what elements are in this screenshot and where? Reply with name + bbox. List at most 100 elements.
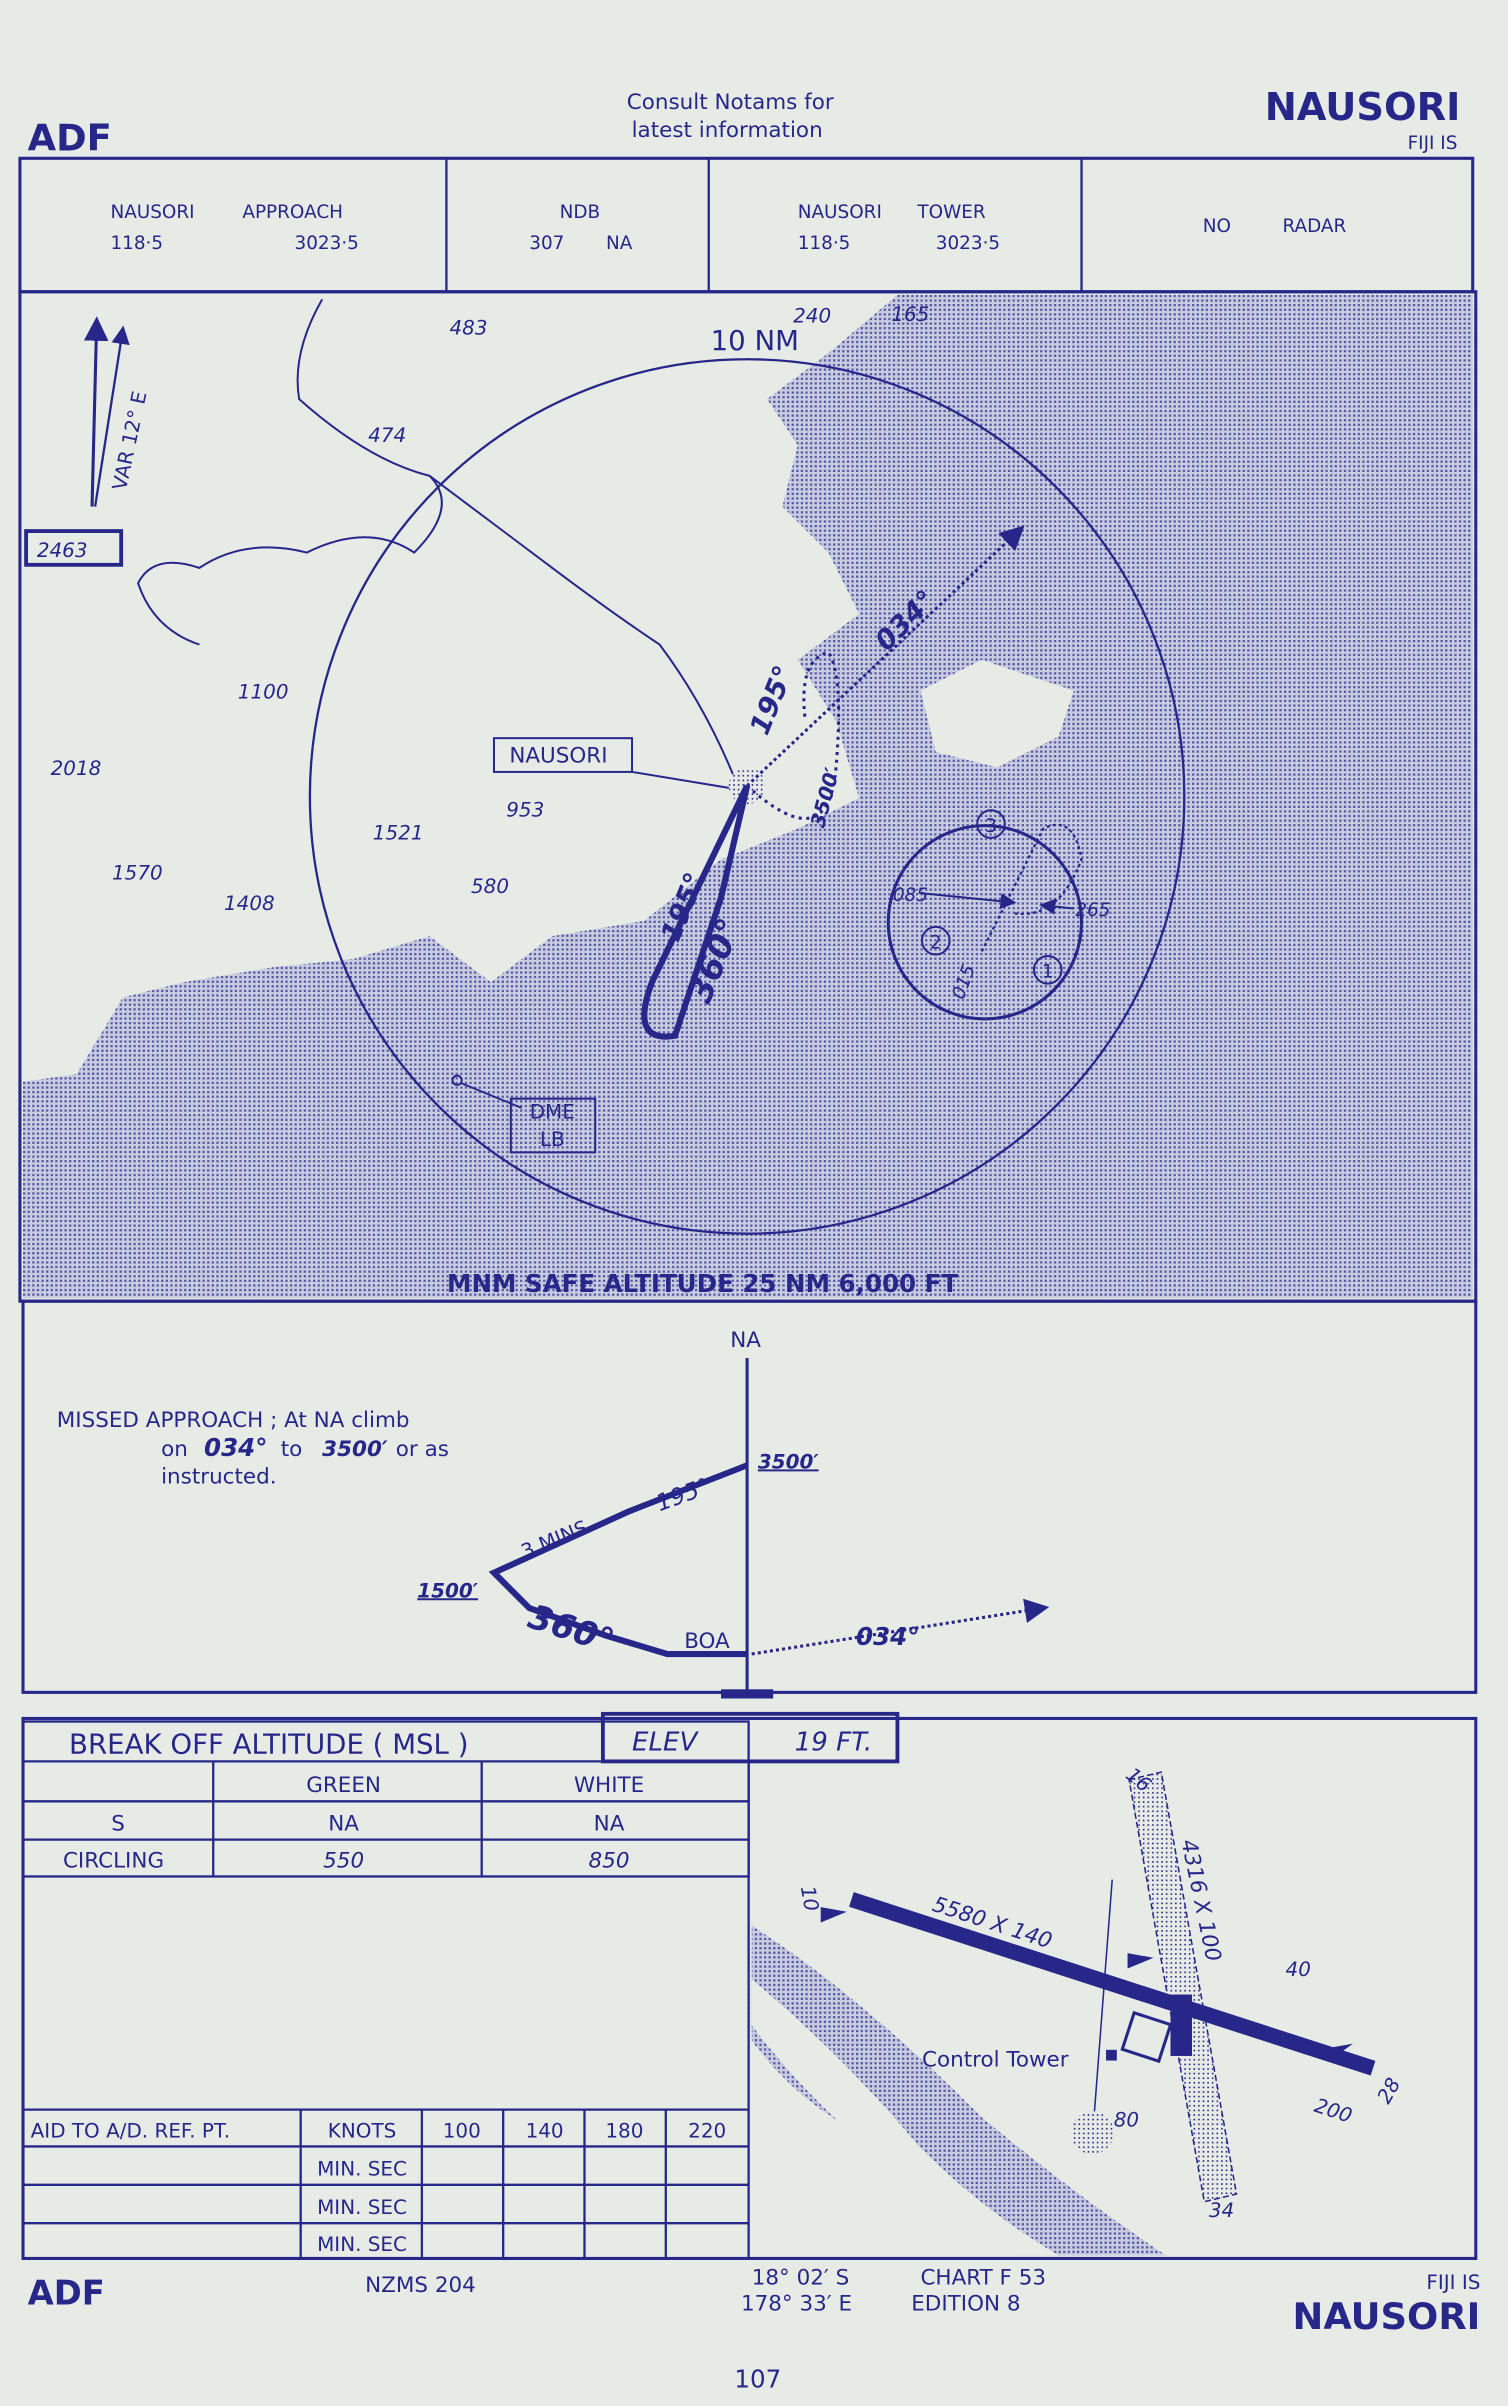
timing-header: 140: [526, 2118, 564, 2142]
control-tower-label: Control Tower: [922, 2048, 1069, 2073]
boa-label: BOA: [684, 1629, 730, 1654]
spot-height: 1521: [373, 820, 424, 844]
runway-end-label: 28: [1372, 2074, 1405, 2108]
spot-heights: 483 240 165 474 1100 2018 1570 1408 1521…: [51, 302, 930, 915]
timing-row-label: MIN. SEC: [317, 2195, 407, 2219]
spot-height: 483: [449, 316, 487, 340]
radar-label: RADAR: [1282, 216, 1346, 237]
footer-procedure: ADF: [28, 2273, 105, 2312]
spot-height: 2018: [51, 756, 102, 780]
range-ring: [308, 358, 1186, 1235]
timing-header: AID TO A/D. REF. PT.: [31, 2118, 230, 2142]
row-label: S: [111, 1811, 125, 1836]
elevation-value: 19 FT.: [795, 1728, 873, 1758]
range-ring-label: 10 NM: [711, 324, 799, 357]
runway-end-label: 34: [1209, 2198, 1234, 2222]
cell-value: NA: [594, 1811, 625, 1836]
tower-hf: 3023·5: [936, 233, 1000, 254]
profile-inbound: 360°: [524, 1597, 619, 1661]
tower-vhf: 118·5: [798, 233, 851, 254]
max-elevation: 2463: [37, 538, 88, 562]
ndb-ident: NA: [606, 233, 633, 254]
procedure-title: ADF: [28, 117, 112, 160]
spot-height: 953: [506, 797, 544, 821]
profile-missed-track: 034°: [856, 1622, 919, 1651]
coastline-sea: [751, 1925, 1166, 2256]
profile-alt-3500: 3500′: [758, 1449, 819, 1473]
break-off-table: BREAK OFF ALTITUDE ( MSL ) GREEN WHITE S…: [21, 1711, 900, 2259]
chart-number: CHART F 53: [920, 2266, 1046, 2291]
cell-value: NA: [328, 1811, 359, 1836]
profile-outbound: 195°: [653, 1474, 714, 1517]
column-header: GREEN: [306, 1773, 381, 1798]
footer-country: FIJI IS: [1426, 2270, 1480, 2294]
variation-arrow: VAR 12° E: [83, 316, 152, 507]
variation-label: VAR 12° E: [107, 389, 151, 492]
missed-approach-track: 034°: [204, 1433, 267, 1462]
aerodrome-diagram: Control Tower 5580 X 140 4316 X 100 10 2…: [751, 1762, 1405, 2256]
runway-end-label: 10: [796, 1884, 824, 1913]
notam-notice-2: latest information: [632, 118, 823, 143]
missed-approach-text: to: [281, 1437, 303, 1462]
radar-no: NO: [1203, 216, 1231, 237]
circling-heading: 265: [1075, 900, 1110, 921]
approach-label: APPROACH: [242, 202, 343, 223]
latitude: 18° 02′ S: [752, 2266, 850, 2291]
approach-hf: 3023·5: [295, 233, 359, 254]
runway-10-28: [849, 1892, 1376, 2076]
timing-header: 100: [443, 2118, 481, 2142]
approach-vhf: 118·5: [110, 233, 163, 254]
circling-heading: 085: [893, 885, 928, 906]
timing-header: KNOTS: [328, 2118, 397, 2142]
timing-row-label: MIN. SEC: [317, 2232, 407, 2256]
cell-value: 550: [323, 1848, 364, 1873]
spot-height: 580: [471, 874, 509, 898]
longitude: 178° 33′ E: [741, 2292, 852, 2317]
timing-row-label: MIN. SEC: [317, 2157, 407, 2181]
comms-box: NAUSORI APPROACH 118·5 3023·5 NDB 307 NA…: [18, 156, 1475, 294]
spot-height: 1408: [224, 891, 275, 915]
missed-approach-altitude: 3500′: [322, 1437, 388, 1462]
spot-height: 1100: [238, 679, 289, 703]
runway-end-label: 200: [1312, 2093, 1356, 2128]
ndb-freq: 307: [529, 233, 564, 254]
country-label: FIJI IS: [1408, 133, 1458, 154]
elevation-label: ELEV: [632, 1728, 699, 1758]
circling-number: 1: [1042, 961, 1054, 982]
spot-height: 165: [891, 302, 929, 326]
dme-label: DME: [530, 1100, 575, 1124]
obstacle-height: 40: [1286, 1957, 1311, 1981]
timing-table: AID TO A/D. REF. PT. KNOTS 100 140 180 2…: [23, 2108, 749, 2259]
map-reference: NZMS 204: [365, 2273, 476, 2298]
timing-header: 180: [605, 2118, 643, 2142]
approach-name: NAUSORI: [110, 202, 194, 223]
break-off-title: BREAK OFF ALTITUDE ( MSL ): [69, 1728, 468, 1761]
obstacle-height: 80: [1114, 2108, 1139, 2132]
runway-16-34: [1128, 1771, 1238, 2203]
spot-height: 474: [368, 423, 406, 447]
missed-approach-text: on: [161, 1437, 188, 1462]
profile-alt-1500: 1500′: [417, 1578, 478, 1602]
sea-area: [23, 294, 1473, 1299]
column-header: WHITE: [574, 1773, 644, 1798]
page-number: 107: [734, 2364, 781, 2393]
tower-label: TOWER: [916, 202, 986, 223]
timing-header: 220: [688, 2118, 726, 2142]
row-label: CIRCLING: [63, 1848, 164, 1873]
missed-approach-text-1: MISSED APPROACH ; At NA climb: [57, 1408, 410, 1433]
circling-number: 2: [930, 932, 942, 953]
spot-height: 1570: [112, 860, 163, 884]
missed-approach-text: or as: [396, 1437, 449, 1462]
ndb-label: NDB: [560, 202, 601, 223]
edition: EDITION 8: [911, 2292, 1020, 2317]
ndb-name-label: NAUSORI: [509, 744, 607, 769]
missed-approach-text: instructed.: [161, 1465, 277, 1490]
plan-view: 10 NM VAR 12° E 2463 483 240 165 474 110…: [18, 290, 1478, 1303]
procedure-turn-label: 195°: [743, 661, 800, 740]
tower-name: NAUSORI: [798, 202, 882, 223]
profile-time: 3 MINS: [518, 1515, 592, 1563]
land-island: [920, 659, 1074, 768]
airport-title: NAUSORI: [1265, 85, 1461, 130]
